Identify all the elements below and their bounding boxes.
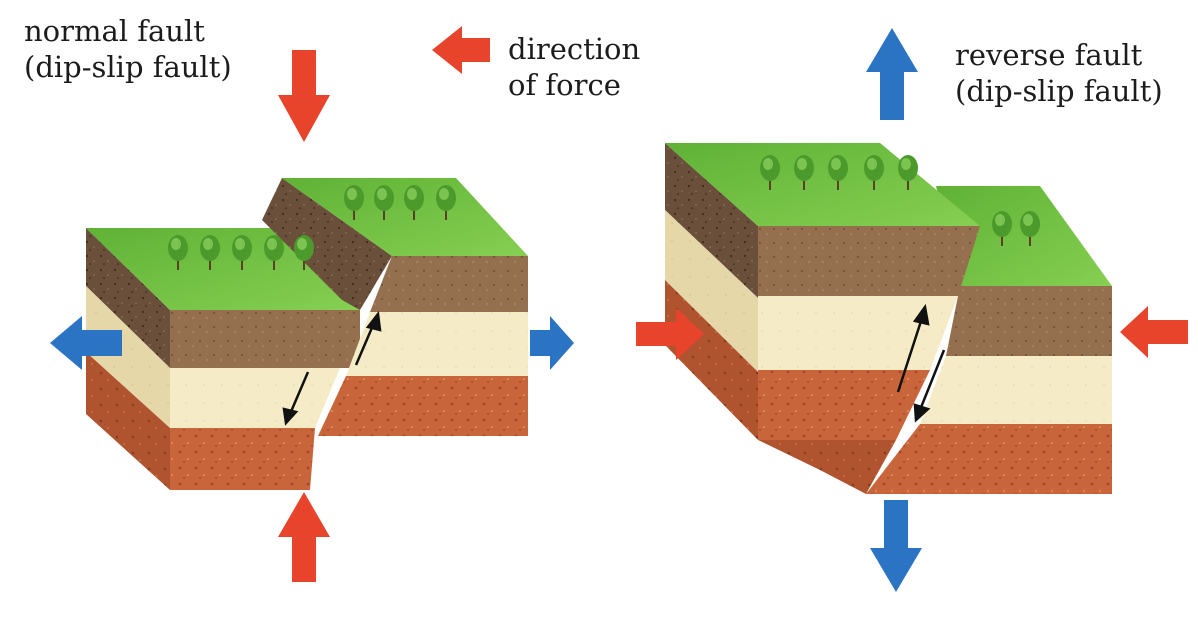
reverse-fault-label-line1: reverse fault — [955, 38, 1143, 72]
normal-fault-block — [86, 178, 528, 490]
tree-icon — [404, 185, 424, 220]
reverse-fault-label: reverse fault (dip-slip fault) — [955, 37, 1163, 109]
blue-arrow-icon — [870, 500, 922, 592]
reverse-fault-block — [665, 143, 1112, 494]
tree-icon — [264, 235, 284, 270]
tree-icon — [794, 155, 814, 190]
blue-arrow-icon — [530, 316, 574, 370]
tree-icon — [1020, 211, 1040, 246]
red-arrow-icon — [278, 50, 330, 142]
normal-fault-label-line2: (dip-slip fault) — [24, 50, 232, 84]
red-arrow-icon — [1120, 306, 1188, 358]
blue-arrow-icon — [50, 316, 122, 370]
reverse-fault-label-line2: (dip-slip fault) — [955, 74, 1163, 108]
blue-arrow-icon — [866, 28, 918, 120]
normal-fault-trees — [168, 185, 456, 270]
tree-icon — [200, 235, 220, 270]
tree-icon — [992, 211, 1012, 246]
normal-fault-label-line1: normal fault — [24, 14, 205, 48]
red-arrow-icon — [278, 492, 330, 582]
normal-fault-footwall — [262, 178, 528, 436]
red-arrow-icon — [432, 26, 490, 74]
normal-fault-label: normal fault (dip-slip fault) — [24, 13, 232, 85]
reverse-fault-trees — [760, 155, 1040, 246]
reverse-fault-motion-arrows — [896, 303, 946, 423]
legend-line1: direction — [508, 32, 641, 66]
tree-icon — [436, 185, 456, 220]
tree-icon — [294, 235, 314, 270]
tree-icon — [168, 235, 188, 270]
normal-fault-motion-arrows — [282, 310, 382, 426]
tree-icon — [374, 185, 394, 220]
tree-icon — [864, 155, 884, 190]
tree-icon — [232, 235, 252, 270]
direction-of-force-legend: direction of force — [508, 31, 640, 103]
tree-icon — [898, 155, 918, 190]
tree-icon — [828, 155, 848, 190]
legend-line2: of force — [508, 68, 621, 102]
reverse-fault-footwall — [866, 186, 1112, 494]
red-arrow-icon — [636, 308, 704, 360]
tree-icon — [760, 155, 780, 190]
tree-icon — [344, 185, 364, 220]
